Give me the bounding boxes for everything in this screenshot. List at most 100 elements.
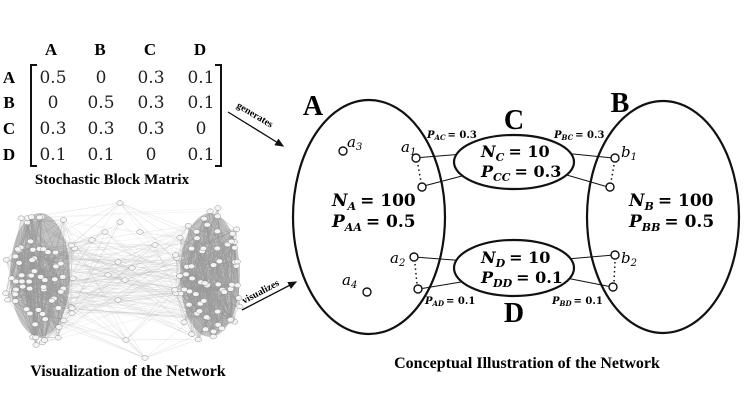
network-edge (43, 244, 156, 290)
node-ellipsis (613, 261, 616, 283)
network-node (35, 307, 42, 313)
network-edge (21, 275, 206, 330)
network-edge (7, 267, 133, 300)
p-value: = 0.5 (664, 212, 714, 232)
block-b-prob: PBB= 0.5 (628, 212, 714, 234)
network-edge (117, 251, 203, 301)
network-edge (139, 231, 214, 266)
network-node (184, 223, 192, 229)
network-node (193, 229, 201, 235)
p-symbol: P (331, 212, 346, 232)
network-edge (15, 244, 156, 257)
block-b-label: B (611, 88, 630, 119)
network-edge (29, 281, 198, 314)
node-a2-peer (413, 284, 423, 294)
network-edge (7, 291, 61, 300)
network-edge (125, 261, 220, 341)
network-node (12, 286, 20, 293)
network-node (203, 222, 211, 228)
matrix-cell: 0.1 (87, 145, 114, 165)
network-node (188, 331, 196, 337)
network-edge (175, 254, 237, 267)
matrix-cell: 0.3 (137, 68, 164, 88)
network-edge (39, 248, 188, 267)
network-node (52, 249, 59, 256)
network-edge (26, 285, 238, 310)
p-value: = 0.1 (516, 268, 563, 287)
network-node (32, 342, 40, 348)
network-node (214, 228, 221, 234)
network-edge (31, 216, 240, 307)
row-label: A (3, 68, 16, 87)
network-node (121, 277, 129, 283)
generates-label: generates (234, 100, 275, 130)
network-edge (207, 231, 218, 318)
matrix-cell: 0 (96, 68, 107, 88)
network-node (228, 282, 236, 288)
network-edge (5, 293, 235, 322)
network-edge (43, 245, 72, 250)
network-node (2, 290, 10, 296)
network-node (101, 229, 109, 235)
network-edge (185, 248, 192, 275)
network-edge (104, 231, 197, 295)
p-value: = 0.3 (515, 162, 562, 181)
network-node (40, 246, 47, 252)
network-node (209, 334, 217, 340)
network-edge (21, 275, 196, 295)
network-node (202, 326, 209, 332)
network-edge (27, 207, 219, 219)
network-edge (117, 261, 192, 335)
network-edge (15, 289, 208, 319)
network-edge (15, 256, 223, 290)
network-node (36, 214, 43, 221)
network-edge (72, 229, 237, 309)
network-node (57, 261, 65, 267)
block-c-ellipse (452, 133, 576, 191)
network-node (18, 272, 25, 278)
network-edge (203, 218, 231, 320)
network-node (235, 295, 243, 301)
n-symbol: N (628, 191, 646, 211)
network-node (25, 279, 33, 285)
network-edge (179, 275, 214, 337)
network-edge (7, 299, 59, 338)
block-c-label: C (504, 105, 524, 136)
col-label: A (45, 40, 58, 59)
network-node (233, 259, 241, 265)
network-node (14, 246, 22, 252)
block-a: A NA= 100 PAA= 0.5 a3 a1 a2 a4 (291, 91, 447, 336)
node-b2 (610, 250, 620, 260)
network-edge (15, 289, 61, 292)
network-edge (55, 266, 60, 328)
edge-prob-ac: PAC= 0.3 (426, 130, 477, 142)
p-subscript: DD (492, 277, 513, 290)
n-value: = 100 (360, 191, 416, 211)
network-edge (154, 218, 205, 246)
network-node (55, 305, 62, 311)
network-edge (30, 241, 156, 246)
network-edge (7, 281, 16, 300)
network-edge (5, 291, 190, 294)
p-symbol: P (480, 162, 494, 181)
network-node (11, 291, 19, 297)
network-edge (58, 263, 61, 309)
network-edge (179, 237, 203, 252)
n-symbol: N (480, 248, 497, 267)
network-node (136, 229, 144, 235)
left-bracket (30, 64, 37, 167)
network-edge (125, 339, 199, 341)
matrix-cell: 0.5 (39, 68, 66, 88)
network-edge (196, 231, 231, 290)
matrix-cell: 0 (48, 93, 59, 113)
network-node (185, 302, 193, 308)
network-edge (119, 202, 232, 320)
network-node (11, 298, 19, 304)
network-edge (22, 279, 55, 287)
network-edge (117, 238, 198, 263)
network-node (210, 329, 218, 335)
network-edge (176, 257, 201, 283)
network-edge (63, 288, 223, 290)
network-node (213, 245, 221, 252)
network-edge (58, 293, 196, 328)
